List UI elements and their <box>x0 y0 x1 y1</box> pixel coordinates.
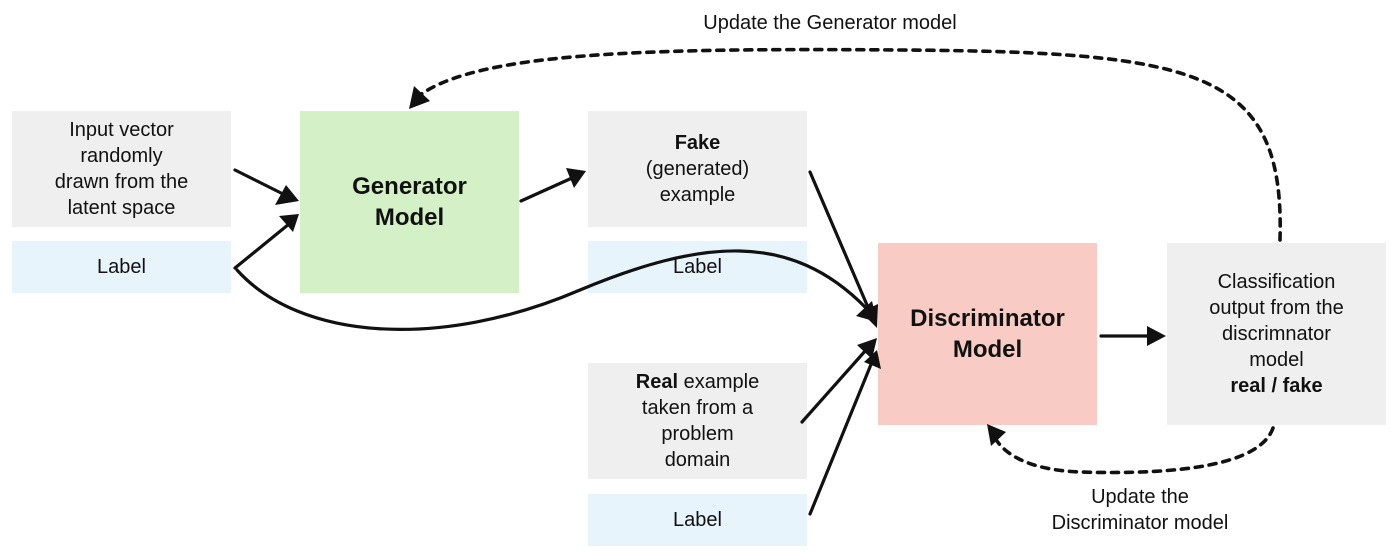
real-label-box: Label <box>588 494 807 546</box>
arrowhead-label-to-generator <box>279 214 299 232</box>
real-example-line3: problem <box>661 423 734 445</box>
arrowhead-input-to-generator <box>275 185 299 205</box>
arrow-real-label-to-discriminator <box>808 360 874 516</box>
arrow-generator-to-fake <box>519 176 574 203</box>
classification-output-box: Classification output from the discrimna… <box>1167 243 1386 425</box>
input-vector-line3: drawn from the <box>54 171 189 193</box>
arrow-label-to-generator <box>233 222 291 270</box>
input-vector-box: Input vector randomly drawn from the lat… <box>12 111 231 227</box>
arrow-real-to-discriminator <box>800 348 868 424</box>
generator-label-box: Label <box>12 241 231 293</box>
generator-model-box: Generator Model <box>300 111 519 293</box>
input-vector-line2: randomly <box>80 145 163 167</box>
real-example-box: Real example taken from a problem domain <box>588 363 807 479</box>
generator-model-line1: Generator <box>352 173 467 200</box>
input-vector-line4: latent space <box>67 197 176 219</box>
dashed-update-generator-loop <box>418 47 1282 242</box>
fake-example-bold: Fake <box>674 132 721 154</box>
update-discriminator-line2: Discriminator model <box>1051 512 1229 534</box>
classification-line4: model <box>1249 349 1304 371</box>
classification-line2: output from the <box>1209 297 1344 319</box>
arrowhead-real-to-discriminator <box>857 338 877 359</box>
update-discriminator-line1: Update the <box>1091 486 1189 508</box>
real-label-text: Label <box>673 509 722 531</box>
generator-label-text: Label <box>97 256 146 278</box>
arrowhead-discriminator-to-classification <box>1147 326 1166 346</box>
arrowhead-real-label-to-discriminator <box>864 350 881 369</box>
fake-example-line3: example <box>659 184 736 206</box>
discriminator-model-line1: Discriminator <box>910 305 1065 332</box>
discriminator-model-line2: Model <box>952 336 1023 363</box>
discriminator-model-box: Discriminator Model <box>878 243 1097 425</box>
real-example-line2: taken from a <box>641 397 754 419</box>
update-generator-caption: Update the Generator model <box>703 12 957 34</box>
arrowhead-update-discriminator <box>987 424 1006 446</box>
arrowhead-update-generator <box>409 86 430 109</box>
arrow-input-to-generator <box>233 168 289 198</box>
dashed-update-discriminator-loop <box>993 426 1275 475</box>
real-example-bold: Real <box>635 371 679 393</box>
classification-bold: real / fake <box>1230 375 1323 397</box>
real-example-line1: Real example <box>636 369 759 395</box>
arrowhead-generator-to-fake <box>566 168 586 188</box>
arrowhead-fake-to-discriminator <box>861 304 878 328</box>
real-example-rest: example <box>678 371 760 393</box>
arrow-fake-to-discriminator <box>808 170 872 314</box>
fake-label-text: Label <box>673 256 722 278</box>
real-example-line4: domain <box>664 449 731 471</box>
fake-label-box: Label <box>588 241 807 293</box>
generator-model-line2: Model <box>374 204 445 231</box>
input-vector-line1: Input vector <box>69 119 174 141</box>
classification-line3: discrimnator <box>1222 323 1331 345</box>
fake-example-line2: (generated) <box>645 158 750 180</box>
update-discriminator-caption: Update the Discriminator model <box>1010 484 1270 536</box>
arrow-label-curve-to-discriminator <box>235 249 868 331</box>
fake-example-box: Fake (generated) example <box>588 111 807 227</box>
classification-line1: Classification <box>1217 271 1336 293</box>
